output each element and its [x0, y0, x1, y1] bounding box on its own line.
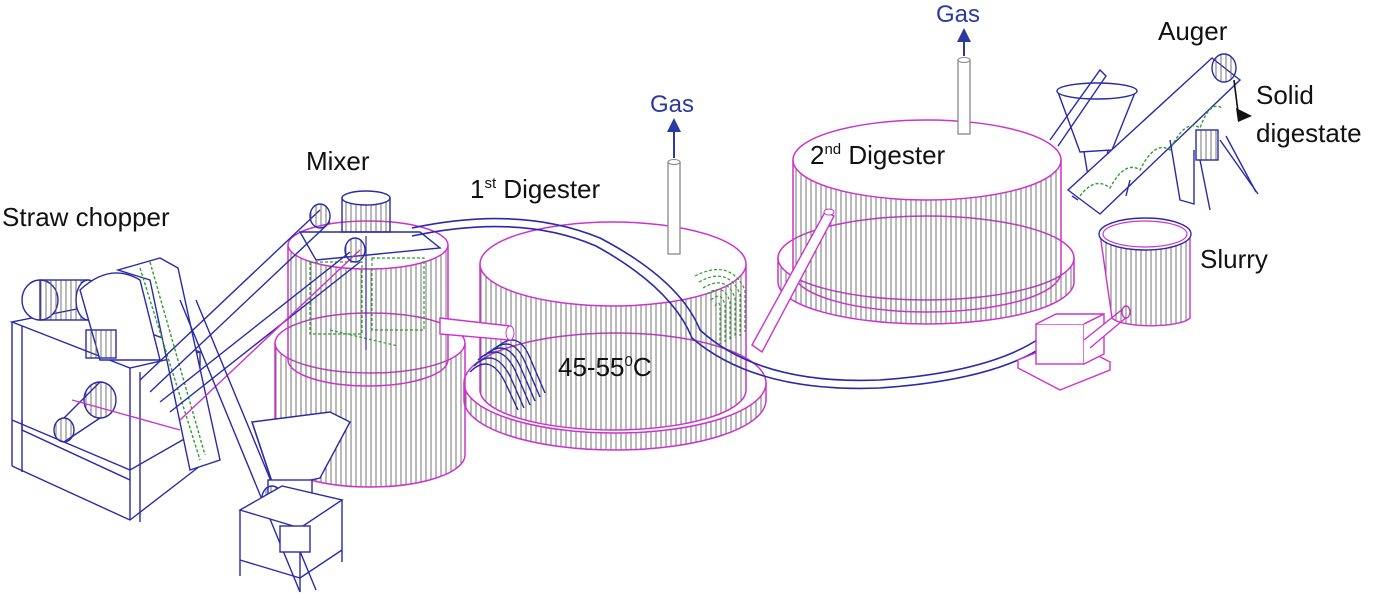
- label-temperature: 45-550C: [558, 352, 652, 382]
- first-digester-sup: st: [484, 175, 497, 192]
- label-second-digester: 2nd Digester: [810, 140, 946, 170]
- label-straw-chopper: Straw chopper: [2, 202, 170, 232]
- feeder-hopper: [238, 411, 351, 592]
- label-gas-1: Gas: [650, 91, 694, 118]
- temperature-unit: C: [633, 352, 652, 382]
- label-gas-2: Gas: [936, 1, 980, 28]
- first-digester-word: Digester: [496, 174, 600, 204]
- gas-pipe-1: [667, 161, 681, 255]
- solid-digestate-arrow: [1233, 79, 1252, 122]
- gas-pipe-2: [957, 59, 971, 135]
- straw-chopper-machine: [9, 203, 366, 593]
- transfer-pipe: [751, 211, 835, 354]
- heating-coil-green: [694, 268, 746, 344]
- temperature-sup: 0: [625, 353, 633, 370]
- label-first-digester: 1st Digester: [470, 174, 601, 204]
- auger-machine: [1049, 53, 1259, 215]
- temperature-main: 45-55: [558, 352, 625, 382]
- label-solid: Solid: [1256, 80, 1314, 110]
- second-digester-num: 2: [810, 140, 824, 170]
- label-digestate: digestate: [1256, 118, 1362, 148]
- second-digester-sup: nd: [824, 141, 841, 158]
- second-digester-word: Digester: [841, 140, 945, 170]
- first-digester-num: 1: [470, 174, 484, 204]
- recirculation-pipe: [411, 217, 1045, 390]
- label-mixer: Mixer: [306, 146, 370, 176]
- gas-arrow-1: [667, 118, 681, 158]
- first-digester: [463, 159, 835, 451]
- label-auger: Auger: [1158, 16, 1228, 46]
- gas-arrow-2: [957, 28, 971, 56]
- slurry-tank: [1098, 217, 1192, 327]
- label-slurry: Slurry: [1200, 244, 1268, 274]
- heating-coil-blue: [469, 339, 546, 411]
- second-digester: [777, 57, 1075, 325]
